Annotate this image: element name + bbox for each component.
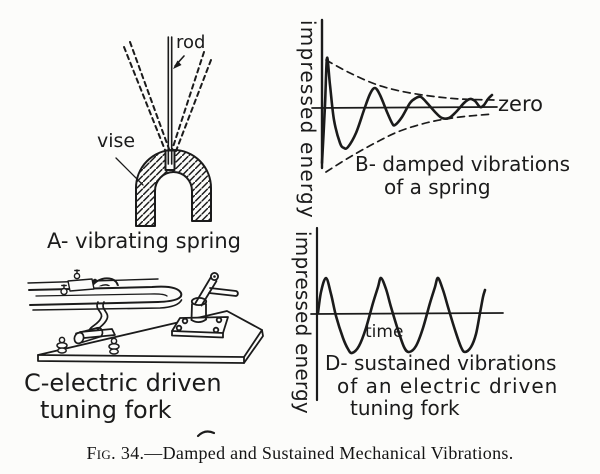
time-label: time [365, 322, 404, 342]
base-plate-right-edge [243, 329, 264, 364]
panel-d-caption-line1: D- sustained vibrations [325, 351, 557, 375]
figure-caption: Fig.34.—Damped and Sustained Mechanical … [0, 443, 600, 464]
sustained-vibration-graph [310, 226, 504, 402]
zero-label: zero [498, 92, 543, 116]
b-damped-wave [320, 56, 494, 165]
d-sustained-wave [316, 276, 487, 355]
b-zero-line [311, 106, 498, 109]
rod-label: rod [176, 32, 206, 53]
b-envelope-top [325, 59, 496, 101]
panel-c-caption-line2: tuning fork [40, 396, 172, 424]
binding-post [56, 336, 68, 354]
vise-label: vise [97, 130, 136, 152]
contact-post [171, 271, 239, 339]
magnet-support-bracket [73, 301, 116, 345]
panel-b-caption-line2: of a spring [384, 175, 491, 199]
panel-a-caption: A- vibrating spring [47, 229, 242, 253]
vibration-extent-dashes [123, 41, 212, 152]
rod-lines [167, 36, 173, 165]
d-time-axis [310, 312, 504, 315]
binding-post [108, 337, 120, 355]
tuning-fork-apparatus [27, 269, 264, 364]
contact-crossbar [208, 287, 239, 297]
fork-screws [60, 269, 95, 296]
rod-arrow [173, 55, 185, 69]
panel-b-caption-line1: B- damped vibrations [355, 152, 571, 176]
damped-vibration-graph [311, 18, 498, 173]
panel-d-caption-line3: tuning fork [350, 396, 460, 420]
vise-body [135, 149, 212, 227]
b-envelope-bottom [325, 113, 494, 173]
vibrating-spring-drawing [115, 36, 212, 227]
figure-caption-prefix: Fig. [86, 443, 116, 463]
panel-d-y-axis-label: impressed energy [291, 231, 315, 414]
panel-d-caption-line2: of an electric driven [337, 374, 559, 398]
base-plate-front-edge [37, 354, 245, 364]
figure-caption-text: 34.—Damped and Sustained Mechanical Vibr… [120, 443, 514, 463]
panel-b-y-axis-label: impressed energy [296, 20, 320, 219]
stray-mark [196, 430, 216, 438]
panel-c-caption-line1: C-electric driven [24, 369, 222, 397]
